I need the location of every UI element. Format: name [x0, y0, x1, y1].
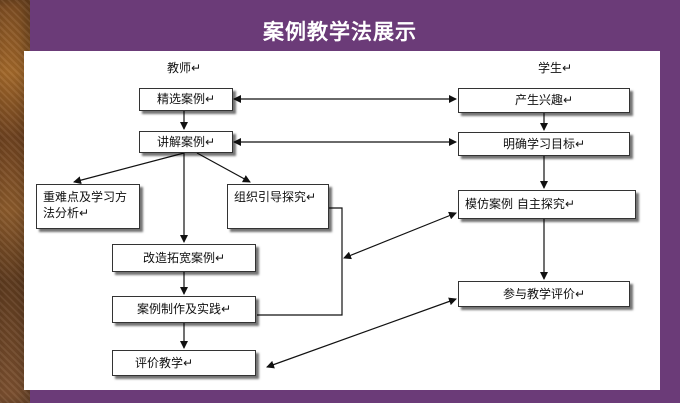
- slide-title: 案例教学法展示: [263, 20, 417, 44]
- box-organize-guide: 组织引导探究↵: [227, 184, 329, 229]
- flow-arrows: [73, 95, 548, 369]
- arrow-evaluate-participate: [266, 297, 457, 369]
- box-clear-goals: 明确学习目标↵: [458, 132, 630, 156]
- box-imitate-explore: 模仿案例 自主探究↵: [458, 190, 636, 219]
- box-select-cases: 精选案例↵: [139, 88, 233, 111]
- diagram-panel: 教师↵ 学生↵: [24, 51, 660, 390]
- arrow-organize-imitate: [343, 211, 457, 260]
- teacher-column-header: 教师↵: [167, 61, 202, 75]
- box-evaluate-teaching: 评价教学↵: [112, 350, 256, 376]
- box-case-practice: 案例制作及实践↵: [112, 296, 256, 323]
- box-participate-eval: 参与教学评价↵: [458, 281, 630, 307]
- box-improve-cases: 改造拓宽案例↵: [112, 244, 256, 272]
- arrow-explain-to-organize: [196, 152, 251, 183]
- student-column-header: 学生↵: [538, 61, 573, 75]
- box-explain-cases: 讲解案例↵: [139, 131, 233, 153]
- box-interest: 产生兴趣↵: [458, 88, 630, 113]
- arrow-explain-to-keypoints: [73, 152, 185, 185]
- box-key-points: 重难点及学习方法分析↵: [36, 184, 140, 229]
